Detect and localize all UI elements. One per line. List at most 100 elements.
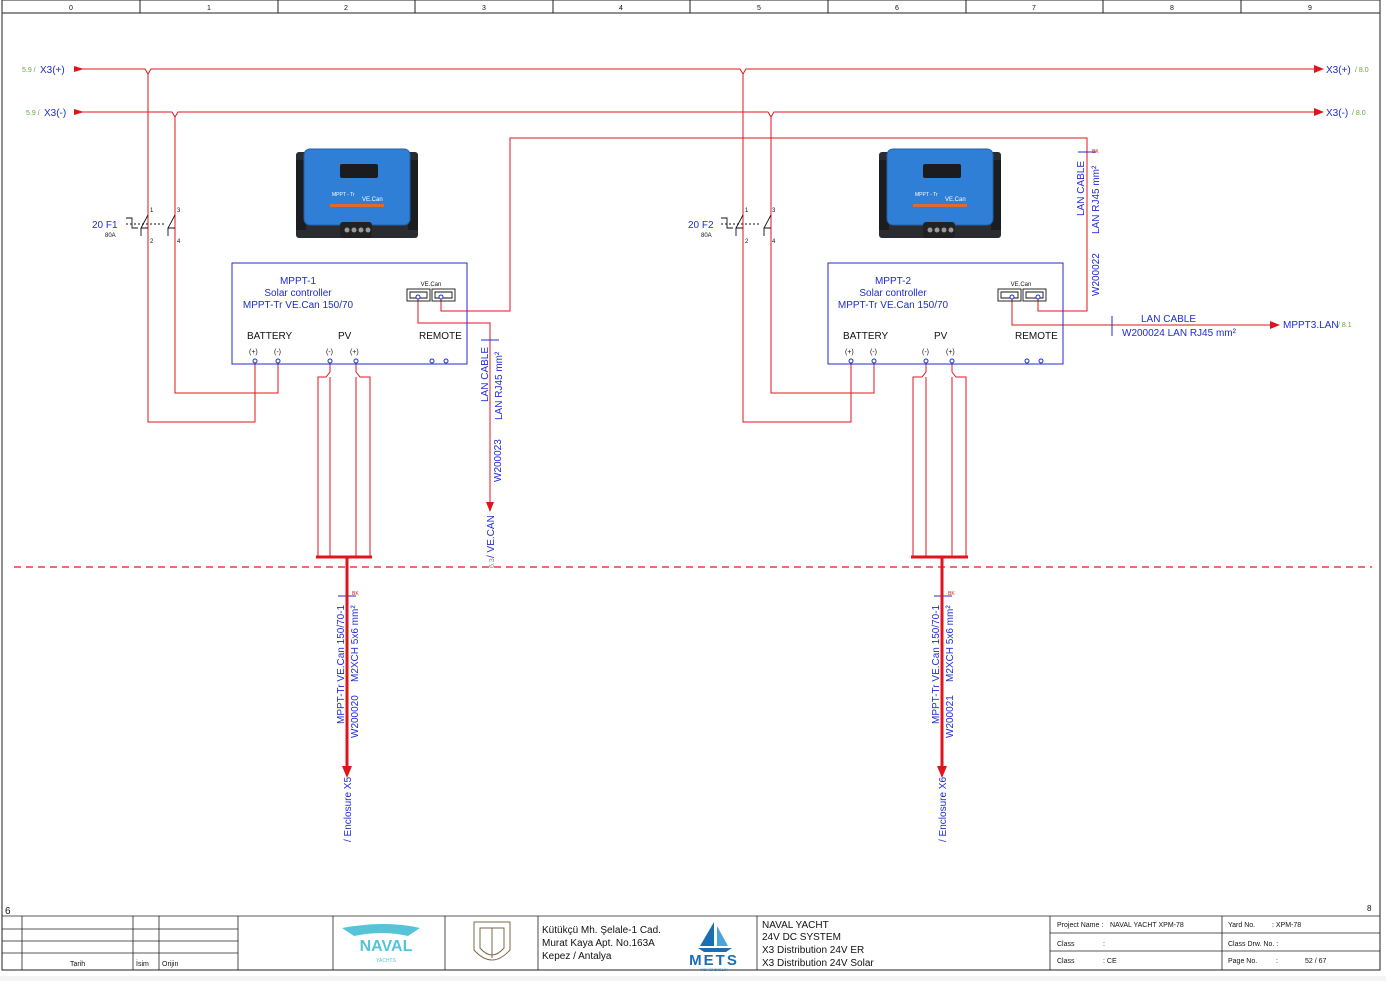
tb-project-label: Project Name : [1057, 922, 1103, 929]
tb-yard-value: : XPM-78 [1272, 922, 1301, 929]
mppt1-pv-wires [317, 363, 371, 557]
mppt1-device-model: MPPT - Tr [332, 192, 355, 198]
mppt1-pv-minus: (-) [326, 349, 333, 356]
mppt2-pv-wires [912, 363, 967, 557]
bus-pos-right-ref: / 8.0 [1355, 67, 1369, 74]
tb-yard-label: Yard No. [1228, 922, 1255, 929]
tb-address-2: Murat Kaya Apt. No.163A [542, 938, 655, 949]
w200022-spec: LAN RJ45 mm² [1091, 165, 1102, 234]
bus-negative [74, 111, 1314, 118]
crest-logo [473, 921, 511, 961]
column-ruler: 0 1 2 3 4 5 6 7 8 9 [69, 5, 1312, 12]
w200021-source: MPPT-Tr VE.Can 150/70-1 [931, 604, 942, 724]
tb-desc-4: X3 Distribution 24V Solar [762, 958, 874, 969]
mppt1-battery-label: BATTERY [247, 331, 293, 342]
mppt2-batt-minus: (-) [870, 349, 877, 356]
mppt1-device-image: MPPT - Tr VE.Can [296, 148, 418, 238]
col-4: 4 [619, 5, 623, 12]
mppt1-batt-plus: (+) [249, 349, 258, 356]
mppt2-pv-plus: (+) [946, 349, 955, 356]
tb-classdrw-label: Class Drw. No. : [1228, 941, 1278, 948]
col-7: 7 [1032, 5, 1036, 12]
tb-class2-value: : CE [1103, 958, 1117, 965]
wiring [74, 68, 1314, 557]
w200022-type: LAN CABLE [1076, 161, 1087, 216]
w200021-id: W200021 [945, 695, 956, 738]
mppt3-lan-ref: / 8.1 [1338, 322, 1352, 329]
breaker-f1[interactable]: 20 F1 80A 1 2 3 4 [92, 208, 181, 245]
breaker-f1-pin4: 4 [177, 239, 181, 245]
tb-desc-3: X3 Distribution 24V ER [762, 945, 864, 956]
w200023-spec: LAN RJ45 mm² [494, 351, 505, 420]
vecan-ref-num: 6.3 [489, 558, 496, 568]
logo-mets-text: METS [689, 952, 739, 969]
w200021-spec: M2XCH 5x6 mm² [945, 605, 956, 682]
breaker-f1-pin1: 1 [150, 208, 154, 214]
mppt1-batt-minus-wire [174, 117, 279, 394]
tb-page-colon: : [1276, 958, 1278, 965]
mppt1-vecan-label: VE.Can [421, 282, 442, 288]
tb-tarih: Tarih [70, 961, 85, 968]
enclosure-x6-target[interactable]: / Enclosure X6 [938, 777, 949, 842]
mppt2-remote-label: REMOTE [1015, 331, 1058, 342]
tb-page-value: 52 / 67 [1305, 958, 1327, 965]
tb-project-value: NAVAL YACHT XPM-78 [1110, 922, 1184, 929]
mppt2-title: MPPT-2 [875, 276, 912, 287]
mppt2-controller-box[interactable]: MPPT-2 Solar controller MPPT-Tr VE.Can 1… [827, 262, 1064, 365]
mppt3-lan-target[interactable]: MPPT3.LAN [1283, 320, 1339, 331]
mppt2-model: MPPT-Tr VE.Can 150/70 [838, 300, 949, 311]
bundle-arrows [342, 766, 947, 778]
mppt1-model: MPPT-Tr VE.Can 150/70 [243, 300, 354, 311]
logo-mets-sub: MÜHENDİSLİK [700, 967, 728, 972]
mppt1-controller-box[interactable]: MPPT-1 Solar controller MPPT-Tr VE.Can 1… [231, 262, 468, 365]
bus-pos-left-label: X3(+) [40, 65, 65, 76]
tb-class1-label: Class [1057, 941, 1075, 948]
bus-neg-left-ref: 5.9 / [26, 110, 40, 117]
col-0: 0 [69, 5, 73, 12]
w200024-wire [1011, 297, 1270, 326]
mppt2-device-image: MPPT - Tr VE.Can [879, 148, 1001, 238]
mppt1-remote-label: REMOTE [419, 331, 462, 342]
mppt2-pv-label: PV [934, 331, 948, 342]
mppt1-desc: Solar controller [264, 288, 332, 299]
w200023-id: W200023 [493, 439, 504, 482]
col-6: 6 [895, 5, 899, 12]
tb-isim: İsim [136, 959, 149, 968]
mppt2-device-vecan: VE.Can [945, 197, 966, 203]
bus-arrows [74, 65, 1324, 512]
breaker-f2-pin4: 4 [772, 239, 776, 245]
row-marker-right: 8 [1367, 904, 1372, 913]
enclosure-x5-target[interactable]: / Enclosure X5 [343, 777, 354, 842]
mppt1-vecan-ports[interactable] [406, 288, 456, 302]
mppt1-pv-plus: (+) [350, 349, 359, 356]
tb-address-3: Kepez / Antalya [542, 951, 612, 962]
tb-class1-value: : [1103, 941, 1105, 948]
col-9: 9 [1308, 5, 1312, 12]
w200024-type: LAN CABLE [1141, 314, 1196, 325]
col-8: 8 [1170, 5, 1174, 12]
row-marker-left: 6 [5, 906, 11, 917]
breaker-f2-pin2: 2 [745, 239, 749, 245]
bus-pos-right-label: X3(+) [1326, 65, 1351, 76]
mppt1-batt-minus: (-) [274, 349, 281, 356]
w200020-id: W200020 [350, 695, 361, 738]
w200022-tag: BK [1092, 149, 1099, 155]
w200024-spec: W200024 LAN RJ45 mm² [1122, 328, 1237, 339]
breaker-f2-rating: 80A [701, 233, 712, 239]
bus-neg-left-label: X3(-) [44, 108, 66, 119]
mppt2-pv-minus: (-) [922, 349, 929, 356]
breaker-f1-rating: 80A [105, 233, 116, 239]
col-5: 5 [757, 5, 761, 12]
col-3: 3 [482, 5, 486, 12]
w200020-source: MPPT-Tr VE.Can 150/70-1 [336, 604, 347, 724]
breaker-f2-name: 20 F2 [688, 220, 714, 231]
naval-yachts-logo: NAVAL YACHTS [342, 924, 420, 964]
breaker-f2[interactable]: 20 F2 80A 1 2 3 4 [688, 208, 776, 245]
tb-address-1: Kütükçü Mh. Şelale-1 Cad. [542, 925, 661, 936]
mppt2-vecan-ports[interactable] [997, 288, 1047, 302]
breaker-f1-pin2: 2 [150, 239, 154, 245]
w200022-id: W200022 [1091, 253, 1102, 296]
